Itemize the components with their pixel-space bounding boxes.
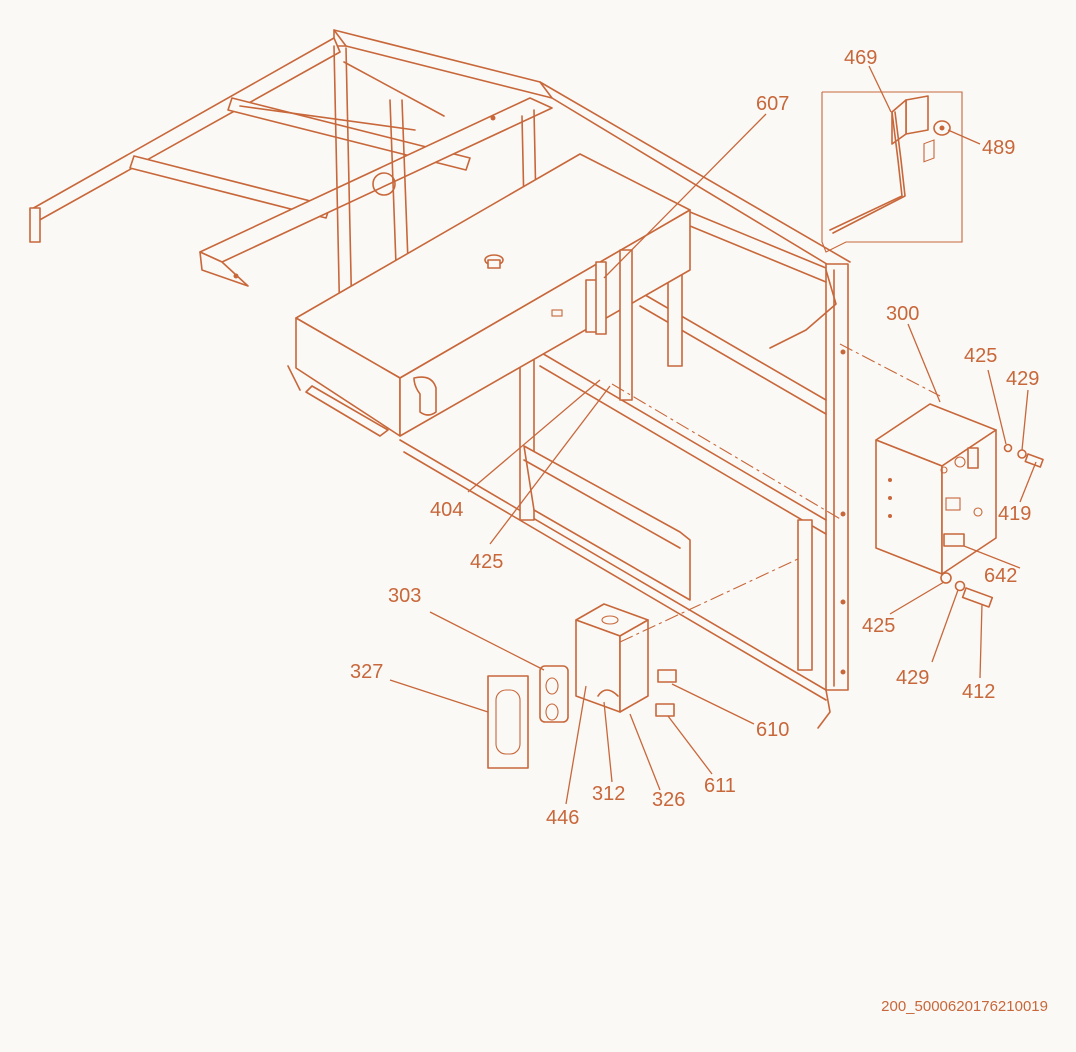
callout-425-right: 425 [862,615,895,637]
drawing-number: 200_5000620176210019 [881,998,1048,1015]
callout-412: 412 [962,681,995,703]
callout-429-right: 429 [896,667,929,689]
callout-labels: 469 489 607 300 425 429 419 642 425 429 … [350,47,1039,829]
control-box-300 [875,139,997,575]
callout-610: 610 [756,719,789,741]
outlet-box-312 [487,603,677,769]
frame-right-panel [399,211,849,729]
callout-469: 469 [844,47,877,69]
callout-326: 326 [652,789,685,811]
callout-425-center: 425 [470,551,503,573]
bracket-607 [585,249,633,401]
leader-lines [389,65,1037,805]
detail-inset [769,91,963,349]
callout-429-top: 429 [1006,368,1039,390]
alignment-lines [611,343,941,643]
callout-611: 611 [704,775,736,797]
frame-top-rack [29,29,851,331]
callout-404: 404 [430,499,463,521]
callout-327: 327 [350,661,383,683]
callout-446: 446 [546,807,579,829]
callout-312: 312 [592,783,625,805]
callout-642: 642 [984,565,1017,587]
callout-425-top: 425 [964,345,997,367]
callout-300: 300 [886,303,919,325]
callout-303: 303 [388,585,421,607]
callout-607: 607 [756,93,789,115]
callout-489: 489 [982,137,1015,159]
tank-housing [287,153,691,437]
hardware-fasteners-right [940,443,1044,608]
callout-419: 419 [998,503,1031,525]
